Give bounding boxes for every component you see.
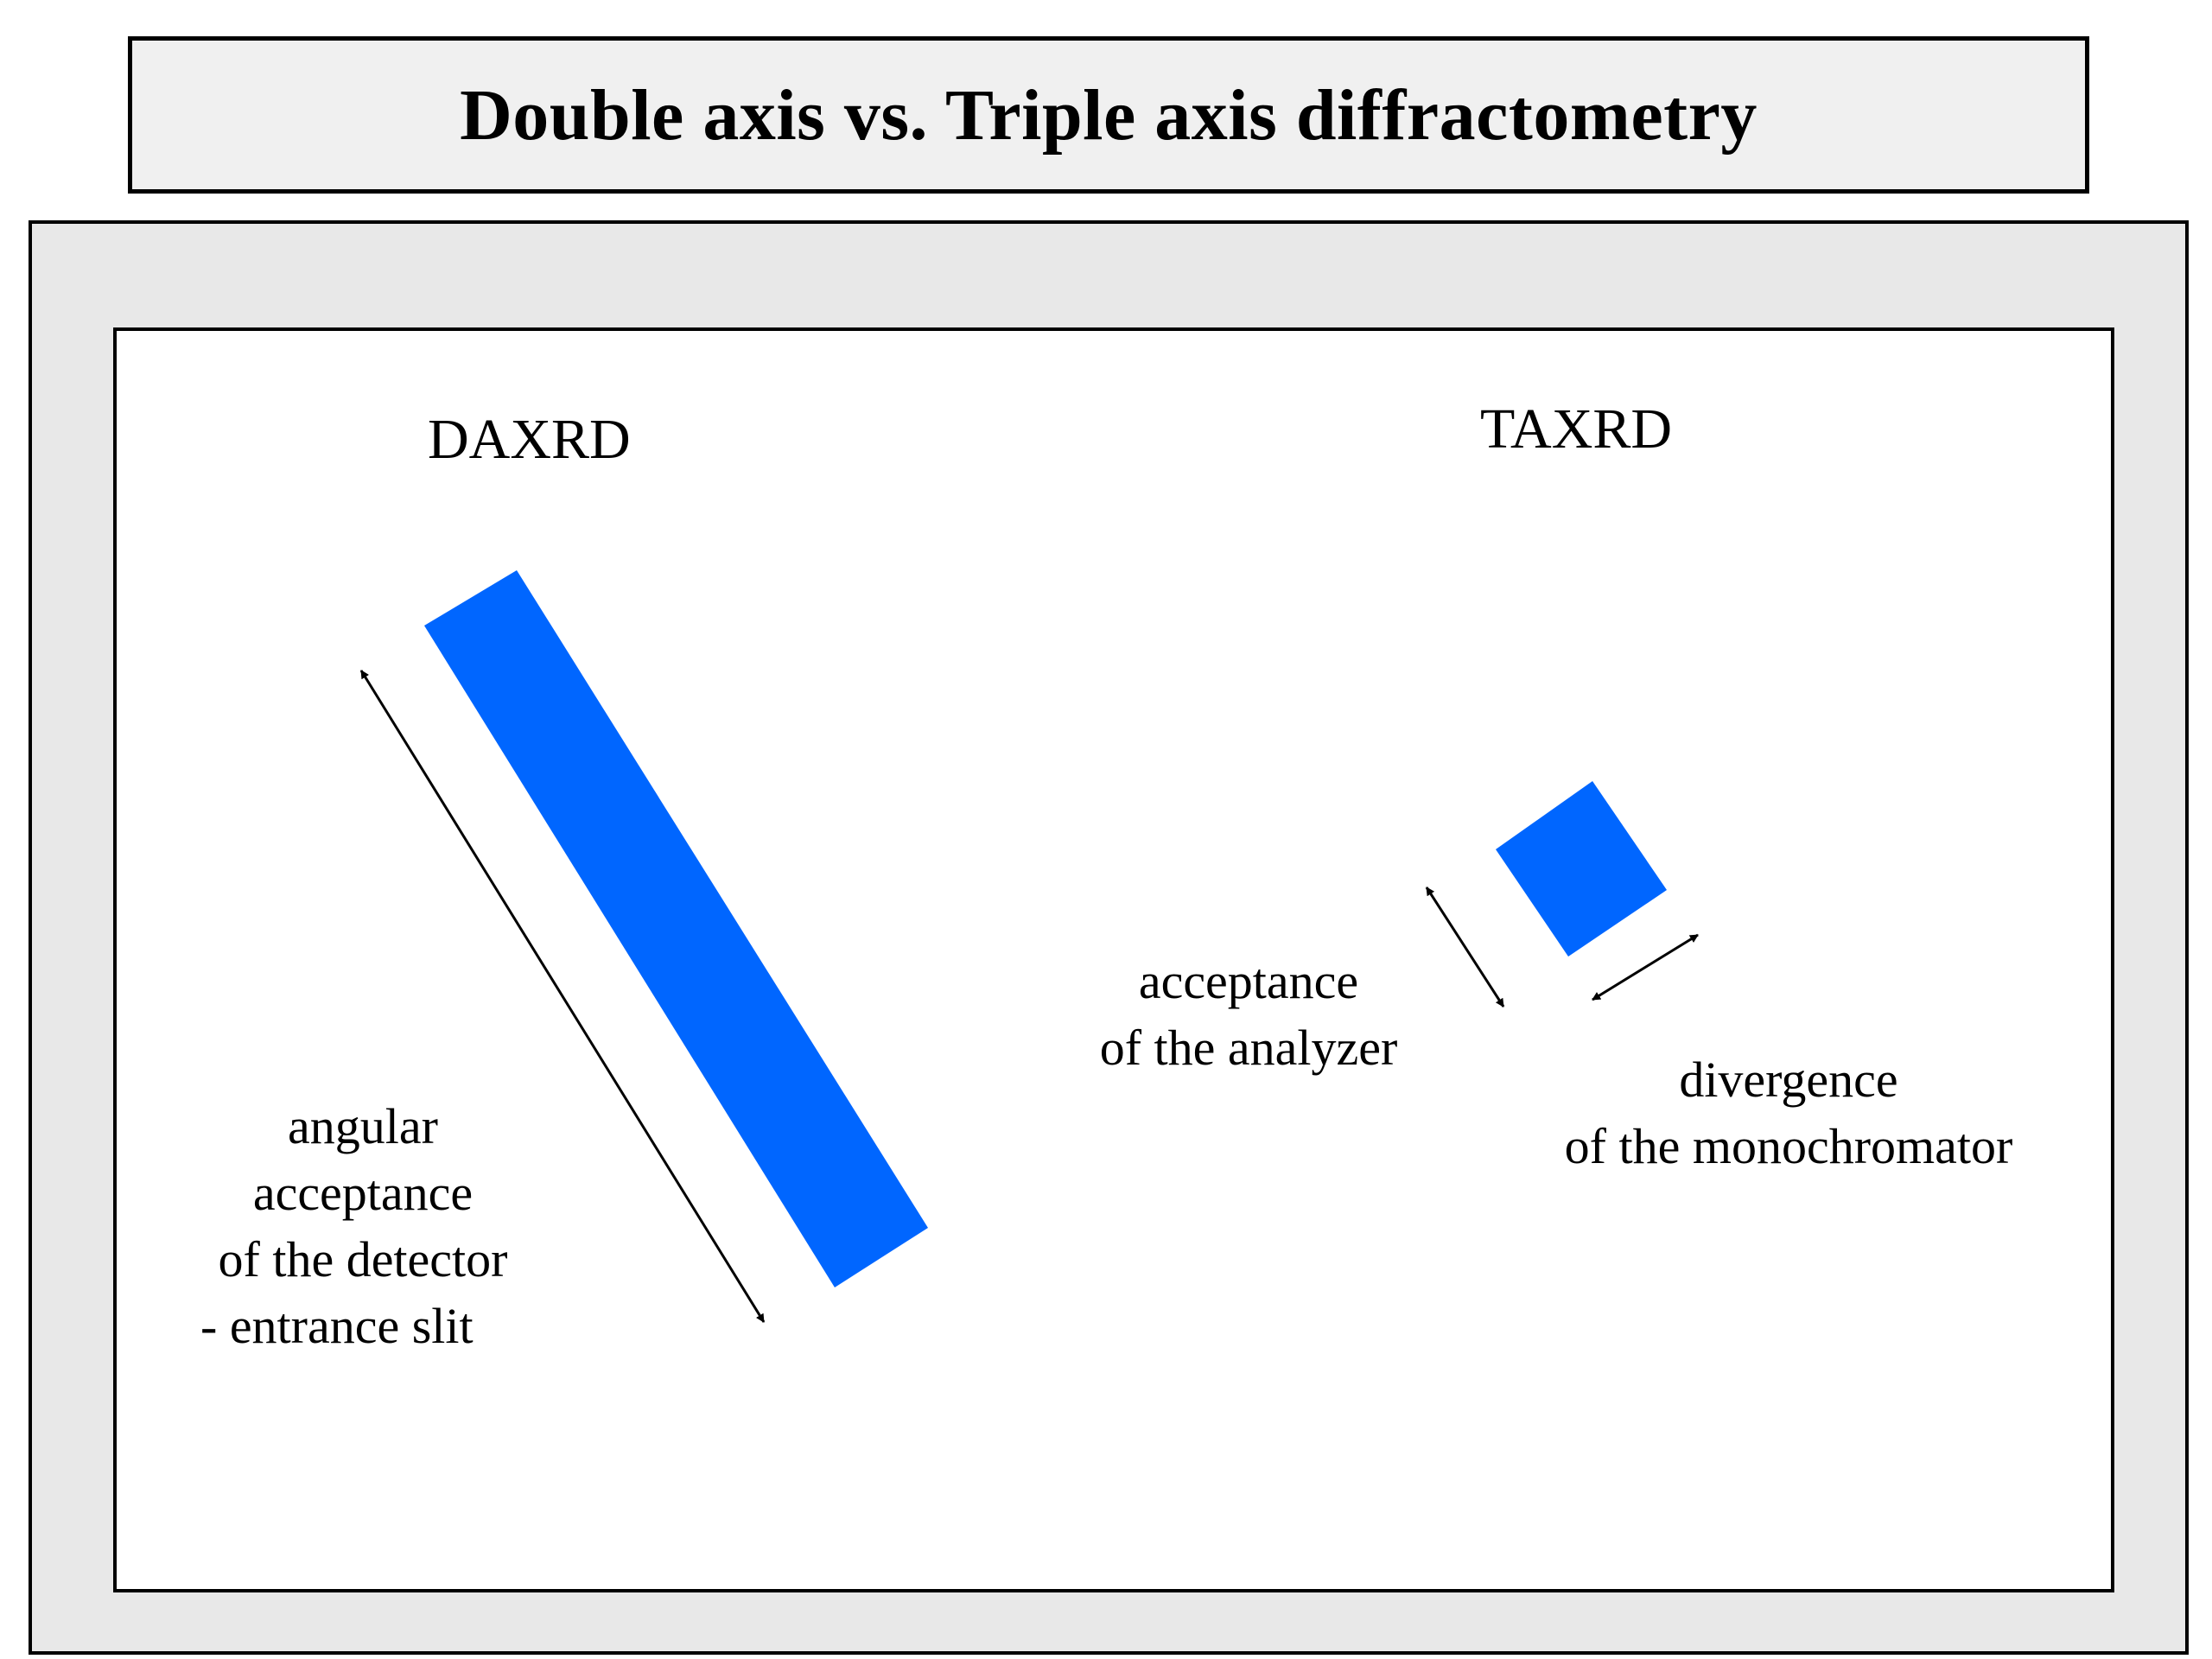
monochromator-label-line: divergence [1679, 1052, 1898, 1108]
monochromator-label: divergence of the monochromator [1529, 1046, 2048, 1179]
taxrd-analyzer-crystal [1496, 781, 1667, 957]
daxrd-label-line: - entrance slit [200, 1298, 474, 1354]
daxrd-label-line: angular [288, 1098, 438, 1154]
analyzer-label-line: of the analyzer [1099, 1020, 1398, 1076]
daxrd-label-line: of the detector [218, 1231, 508, 1287]
daxrd-heading: DAXRD [428, 408, 631, 471]
analyzer-label: acceptance of the analyzer [1058, 948, 1439, 1081]
daxrd-label: angular acceptance of the detector - ent… [190, 1093, 536, 1359]
taxrd-heading: TAXRD [1480, 397, 1673, 461]
monochromator-divergence-arrow [1592, 933, 1699, 1001]
analyzer-label-line: acceptance [1138, 953, 1359, 1009]
page-title: Double axis vs. Triple axis diffractomet… [460, 74, 1758, 156]
analyzer-acceptance-arrow [1425, 887, 1505, 1007]
monochromator-label-line: of the monochromator [1564, 1118, 2013, 1174]
daxrd-label-line: acceptance [252, 1165, 474, 1221]
title-box: Double axis vs. Triple axis diffractomet… [128, 36, 2089, 194]
daxrd-acceptance-arrow [359, 670, 766, 1323]
